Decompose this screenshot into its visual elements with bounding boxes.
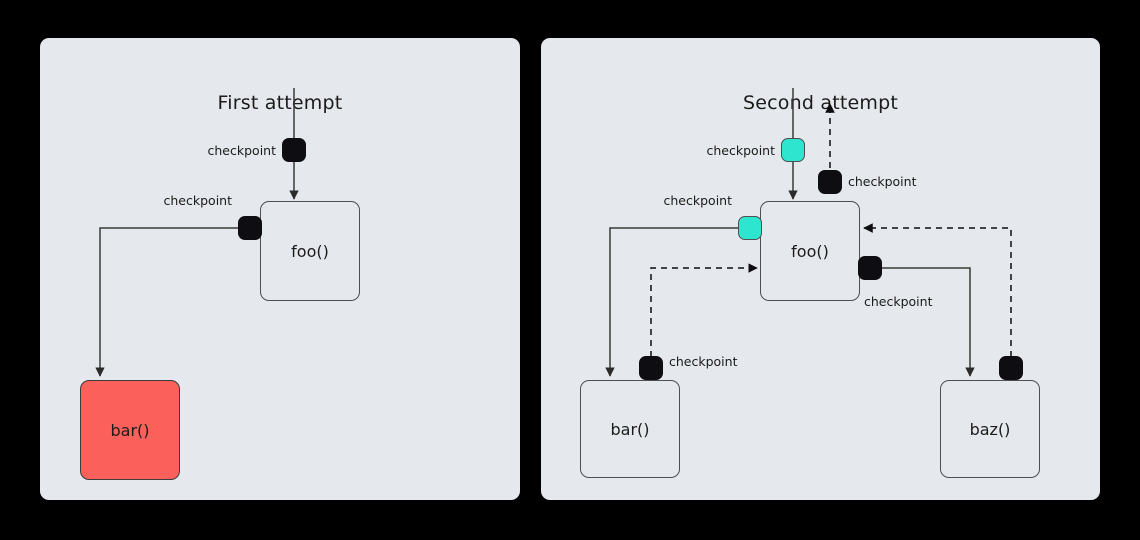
checkpoint-foo-left-first-attempt[interactable] (238, 216, 262, 240)
checkpoint-entry-label-second-attempt: checkpoint (706, 143, 775, 158)
panel-title-first-attempt: First attempt (217, 92, 343, 114)
node-bar-second-attempt[interactable]: bar() (580, 380, 680, 478)
checkpoint-baz-top-second-attempt[interactable] (999, 356, 1023, 380)
node-foo-first-attempt[interactable]: foo() (260, 201, 360, 301)
node-foo-second-attempt[interactable]: foo() (760, 201, 860, 301)
checkpoint-foo-left-second-attempt[interactable] (738, 216, 762, 240)
node-baz-second-attempt[interactable]: baz() (940, 380, 1040, 478)
checkpoint-entry-second-attempt[interactable] (781, 138, 805, 162)
node-label: baz() (969, 419, 1011, 439)
node-label: foo() (791, 241, 829, 261)
checkpoint-bar-top-label-second-attempt: checkpoint (669, 354, 738, 369)
panel-title-second-attempt: Second attempt (742, 92, 898, 114)
checkpoint-foo-left-label-second-attempt: checkpoint (663, 193, 732, 208)
node-label: bar() (110, 420, 150, 440)
node-bar-first-attempt[interactable]: bar() (80, 380, 180, 480)
checkpoint-foo-left-label-first-attempt: checkpoint (163, 193, 232, 208)
node-label: foo() (291, 241, 329, 261)
checkpoint-entry-first-attempt[interactable] (282, 138, 306, 162)
checkpoint-foo-top-second-attempt[interactable] (818, 170, 842, 194)
checkpoint-foo-right-label-second-attempt: checkpoint (864, 294, 933, 309)
checkpoint-bar-top-second-attempt[interactable] (639, 356, 663, 380)
checkpoint-entry-label-first-attempt: checkpoint (207, 143, 276, 158)
checkpoint-foo-right-second-attempt[interactable] (858, 256, 882, 280)
node-label: bar() (610, 419, 650, 439)
checkpoint-foo-top-label-second-attempt: checkpoint (848, 174, 917, 189)
